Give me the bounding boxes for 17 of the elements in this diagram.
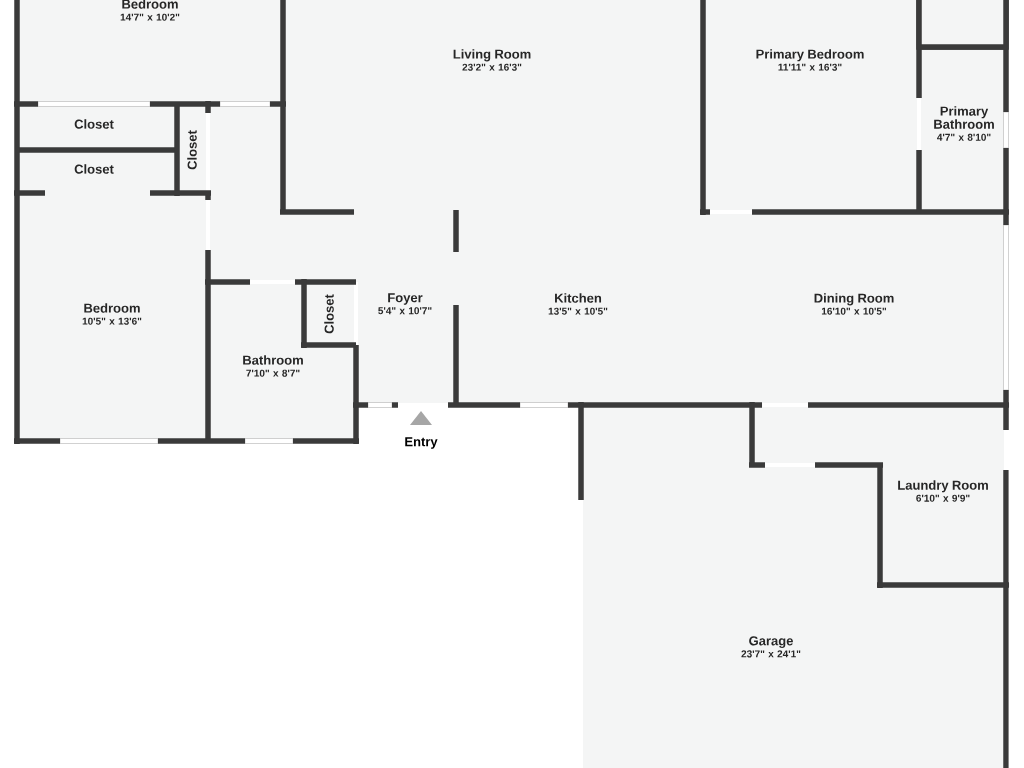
room-label: Kitchen 13'5" x 10'5" [548, 293, 608, 315]
room-label: Bedroom 10'5" x 13'6" [82, 303, 142, 325]
room-label: Foyer 5'4" x 10'7" [378, 293, 432, 315]
room-label: Laundry Room 6'10" x 9'9" [898, 480, 988, 502]
room-label: Closet [324, 294, 334, 334]
room-label: Living Room 23'2" x 16'3" [453, 49, 531, 71]
room [916, 0, 1009, 50]
room-label: Bedroom 14'7" x 10'2" [120, 0, 180, 21]
room-label: Closet [74, 164, 114, 174]
entry-label: Entry [405, 437, 438, 449]
room-label: Dining Room 16'10" x 10'5" [814, 293, 894, 315]
room-label: Closet [187, 130, 197, 170]
room-label: Bathroom 7'10" x 8'7" [243, 355, 303, 377]
room-label: Closet [74, 119, 114, 129]
room-label: Garage 23'7" x 24'1" [741, 636, 801, 658]
room-label: Primary Bedroom 11'11" x 16'3" [756, 49, 864, 71]
room-label: Primary Bathroom 4'7" x 8'10" [934, 106, 994, 141]
